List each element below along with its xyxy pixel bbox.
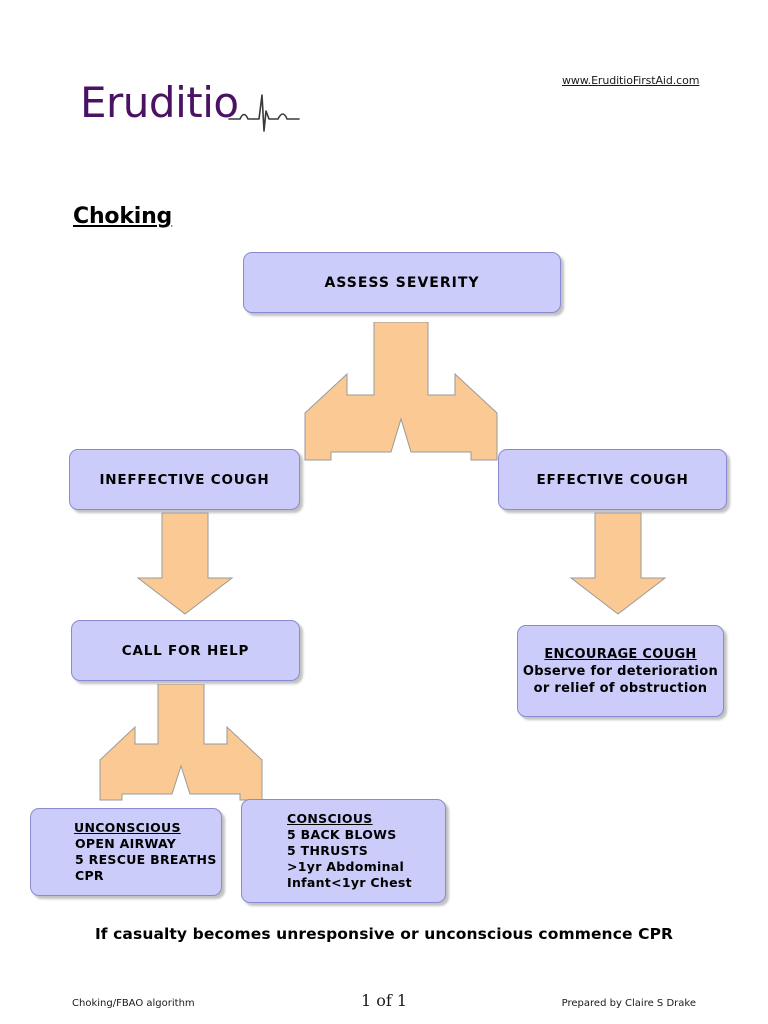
flow-node-conscious-heading: CONSCIOUS — [287, 811, 373, 826]
flow-node-unconscious-heading: UNCONSCIOUS — [74, 820, 181, 835]
footer-document-name: Choking/FBAO algorithm — [72, 998, 195, 1009]
fork-arrow-assess-to-coughs — [303, 321, 499, 467]
flow-node-unconscious-line4: CPR — [75, 868, 104, 883]
flow-node-call-for-help-label: CALL FOR HELP — [121, 642, 250, 659]
logo-wordmark: Eruditio — [80, 78, 239, 127]
flow-node-effective-cough-label: EFFECTIVE COUGH — [536, 471, 689, 488]
flow-node-encourage-cough-heading: ENCOURAGE COUGH — [544, 646, 697, 662]
algorithm-caption: If casualty becomes unresponsive or unco… — [94, 925, 674, 943]
flow-node-conscious-line3: 5 THRUSTS — [287, 843, 369, 858]
flow-node-ineffective-cough-label: INEFFECTIVE COUGH — [99, 471, 270, 488]
flow-node-effective-cough: EFFECTIVE COUGH — [498, 449, 727, 510]
flow-node-encourage-cough-line3: or relief of obstruction — [533, 680, 708, 696]
page-title: Choking — [73, 204, 173, 229]
flow-node-assess-severity-label: ASSESS SEVERITY — [324, 274, 480, 291]
footer-author: Prepared by Claire S Drake — [561, 998, 696, 1009]
ecg-waveform-icon — [228, 86, 300, 139]
flow-node-unconscious-line2: OPEN AIRWAY — [75, 836, 177, 851]
arrow-ineffective-to-call-for-help — [135, 512, 235, 621]
flow-node-encourage-cough-line2: Observe for deterioration — [522, 663, 719, 679]
flow-node-conscious-line5: Infant<1yr Chest — [287, 875, 412, 890]
flow-node-assess-severity: ASSESS SEVERITY — [243, 252, 561, 313]
flow-node-conscious: CONSCIOUS 5 BACK BLOWS 5 THRUSTS >1yr Ab… — [241, 799, 446, 903]
eruditio-logo: Eruditio — [80, 78, 380, 138]
arrow-effective-to-encourage-cough — [568, 512, 668, 621]
flow-node-conscious-line2: 5 BACK BLOWS — [287, 827, 397, 842]
flow-node-ineffective-cough: INEFFECTIVE COUGH — [69, 449, 300, 510]
fork-arrow-call-for-help-to-outcomes — [98, 683, 264, 807]
footer-page-number: 1 of 1 — [360, 991, 408, 1010]
flow-node-conscious-line4: >1yr Abdominal — [287, 859, 405, 874]
flow-node-call-for-help: CALL FOR HELP — [71, 620, 300, 681]
flow-node-unconscious-line3: 5 RESCUE BREATHS — [75, 852, 217, 867]
flow-node-unconscious: UNCONSCIOUS OPEN AIRWAY 5 RESCUE BREATHS… — [30, 808, 222, 896]
site-url-link[interactable]: www.EruditioFirstAid.com — [562, 74, 700, 87]
flow-node-encourage-cough: ENCOURAGE COUGH Observe for deterioratio… — [517, 625, 724, 717]
